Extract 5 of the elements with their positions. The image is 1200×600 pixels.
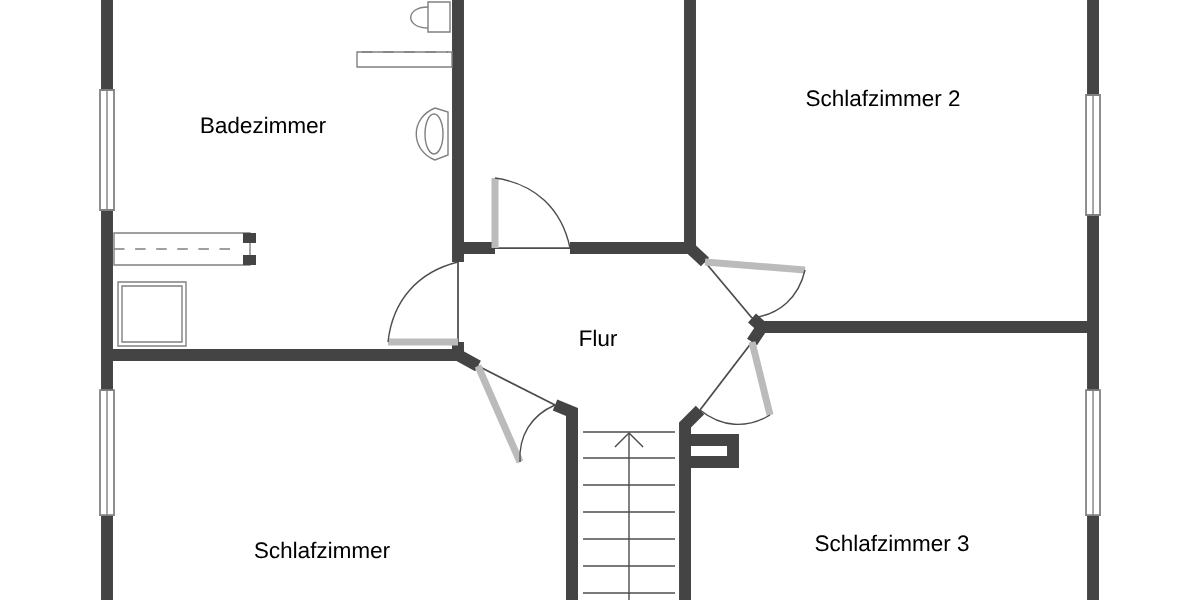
room-label: Schlafzimmer bbox=[254, 541, 390, 559]
room-label: Badezimmer bbox=[201, 116, 326, 134]
room-label: Schlafzimmer 3 bbox=[815, 534, 969, 552]
room-label: Schlafzimmer 2 bbox=[806, 89, 960, 107]
room-label: Flur bbox=[580, 329, 617, 347]
